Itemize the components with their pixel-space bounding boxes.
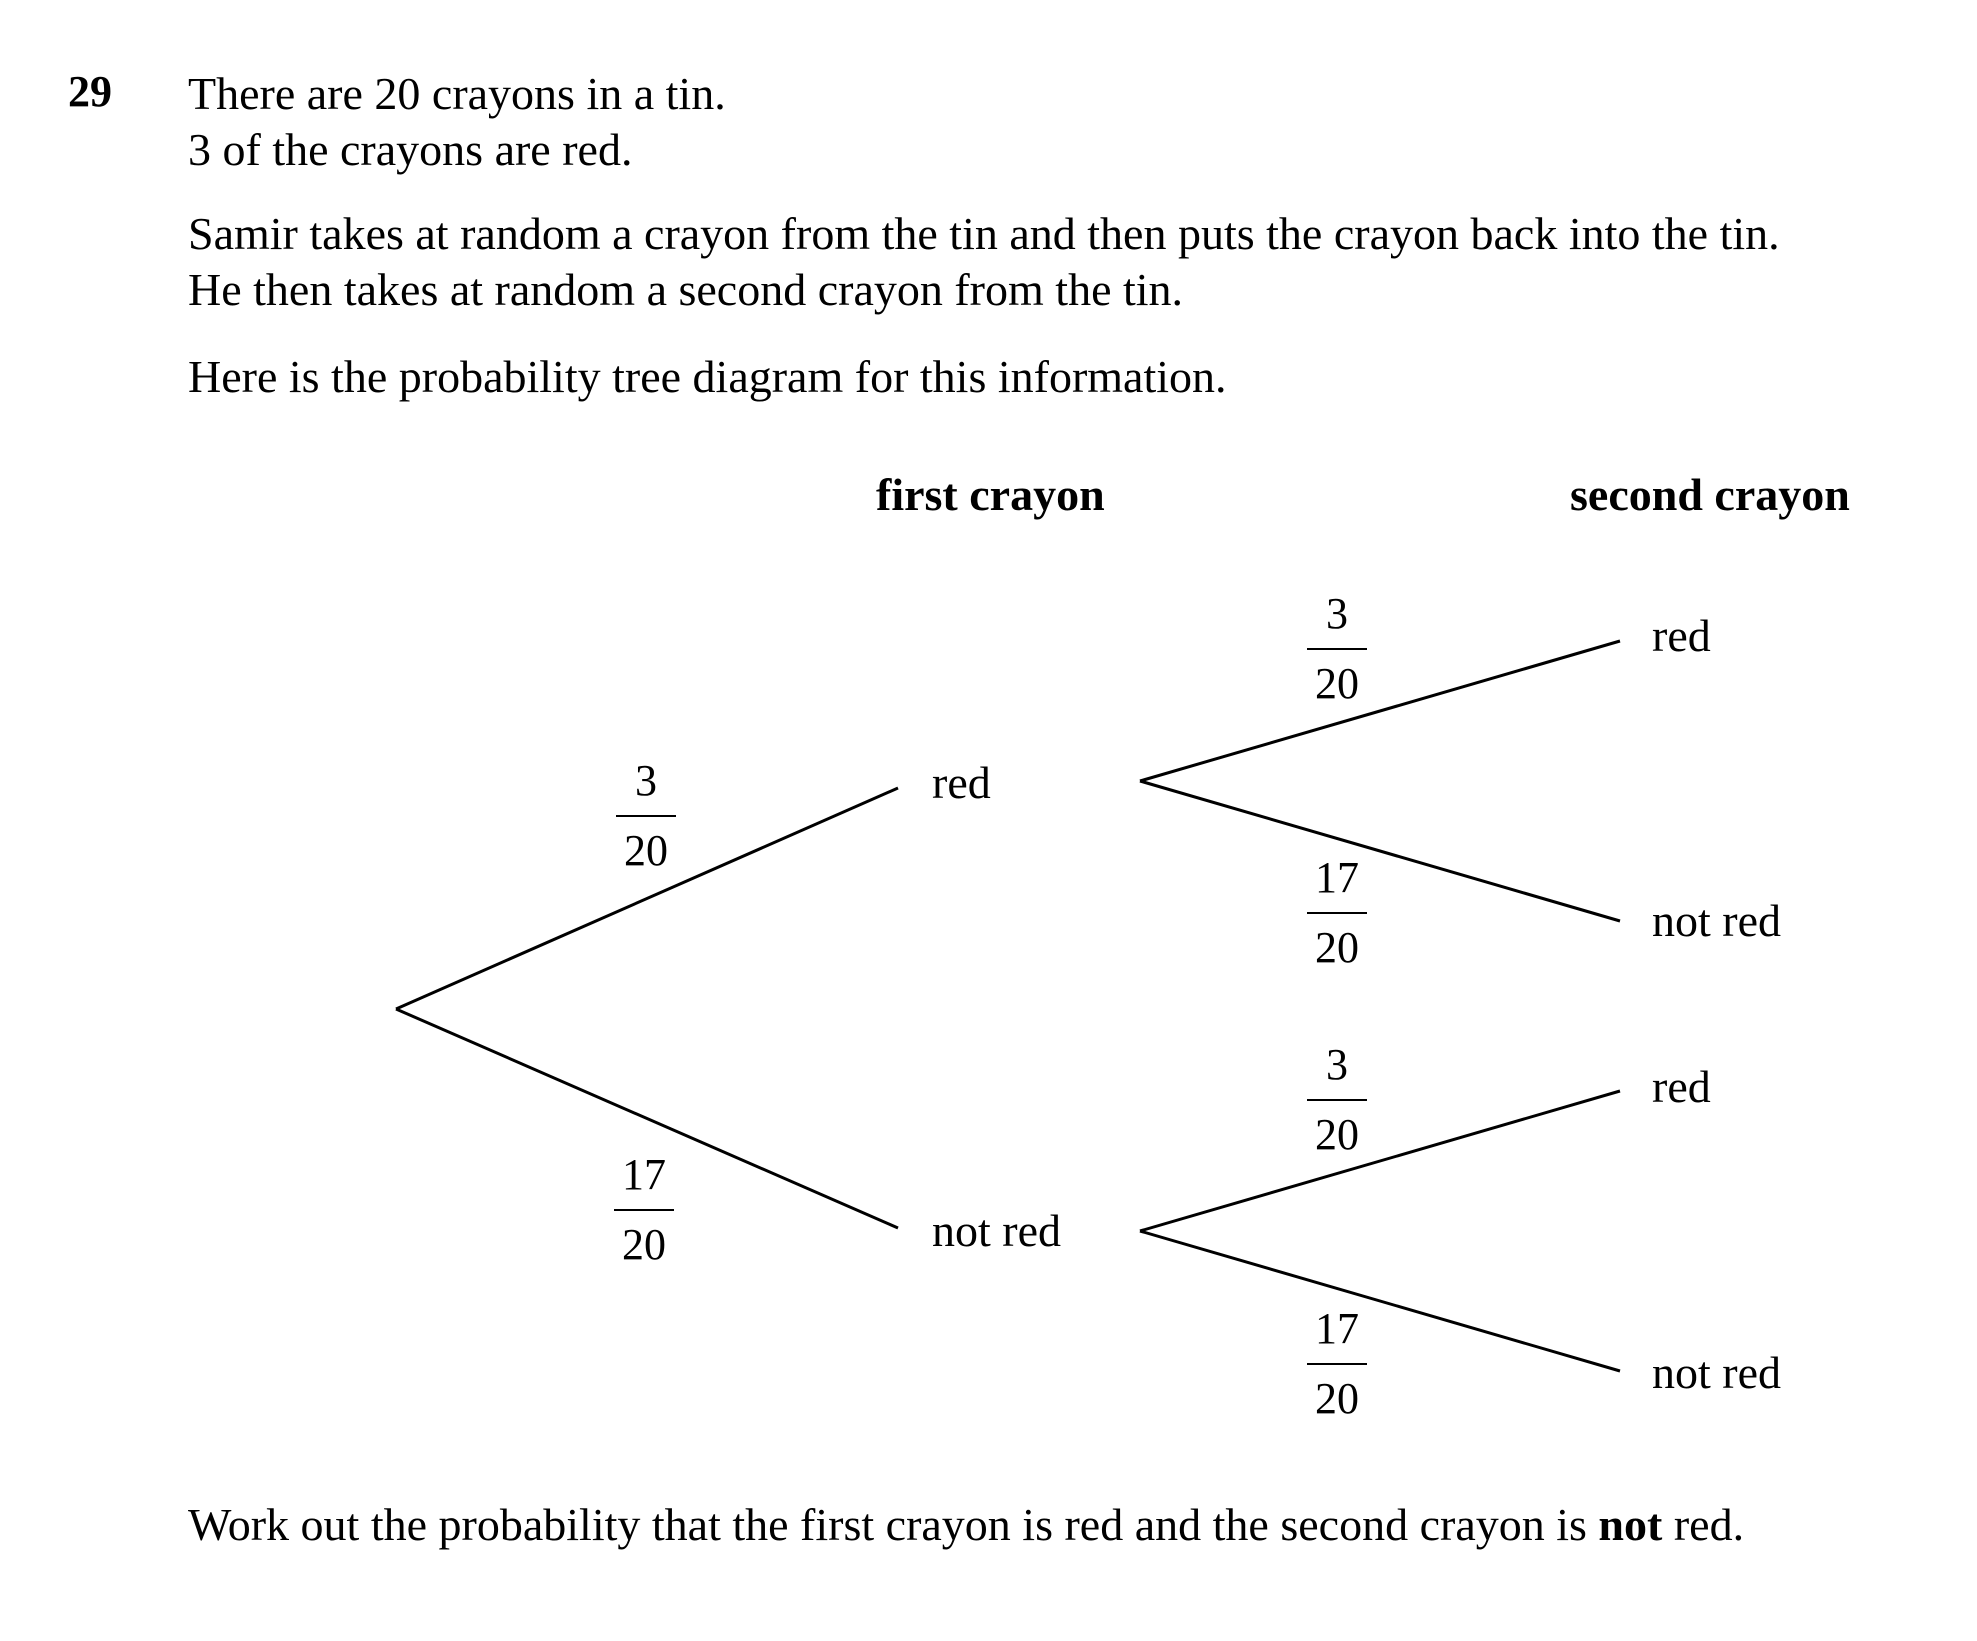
prob-denominator: 20 xyxy=(622,1220,666,1269)
fraction-bar xyxy=(1307,648,1367,650)
prob-numerator: 3 xyxy=(1326,589,1348,638)
prob-numerator: 3 xyxy=(1326,1040,1348,1089)
question-line-4: He then takes at random a second crayon … xyxy=(188,264,1184,315)
branch-not-red-not-red xyxy=(1139,1229,1621,1373)
task-text-after: red. xyxy=(1662,1499,1745,1550)
task-text-before: Work out the probability that the first … xyxy=(188,1499,1599,1550)
fraction-bar xyxy=(1307,1099,1367,1101)
prob-denominator: 20 xyxy=(1315,659,1359,708)
label-second-red-not-red: not red xyxy=(1652,895,1782,946)
prob-numerator: 17 xyxy=(1315,1304,1359,1353)
label-second-not-red-not-red: not red xyxy=(1652,1347,1782,1398)
question-task: Work out the probability that the first … xyxy=(188,1497,1744,1553)
prob-numerator: 3 xyxy=(635,756,657,805)
prob-denominator: 20 xyxy=(1315,1374,1359,1423)
prob-not-red-not-red: 17 20 xyxy=(1305,1303,1369,1425)
label-first-not-red: not red xyxy=(932,1205,1062,1256)
label-second-red-red: red xyxy=(1652,610,1711,661)
task-emphasis: not xyxy=(1598,1499,1663,1550)
prob-first-not-red: 17 20 xyxy=(612,1149,676,1271)
fraction-bar xyxy=(1307,1363,1367,1365)
prob-denominator: 20 xyxy=(1315,923,1359,972)
label-second-not-red-red: red xyxy=(1652,1061,1711,1112)
prob-first-red: 3 20 xyxy=(614,755,678,877)
branch-not-red-red xyxy=(1139,1089,1621,1233)
question-line-1: There are 20 crayons in a tin. xyxy=(188,68,726,119)
label-first-red: red xyxy=(932,757,991,808)
prob-numerator: 17 xyxy=(1315,853,1359,902)
branch-first-red xyxy=(395,786,899,1011)
fraction-bar xyxy=(614,1209,674,1211)
fraction-bar xyxy=(1307,912,1367,914)
branch-red-red xyxy=(1139,639,1621,783)
question-line-5: Here is the probability tree diagram for… xyxy=(188,351,1227,402)
prob-denominator: 20 xyxy=(1315,1110,1359,1159)
heading-first-crayon: first crayon xyxy=(876,469,1105,520)
prob-not-red-red: 3 20 xyxy=(1305,1039,1369,1161)
prob-numerator: 17 xyxy=(622,1150,666,1199)
question-number: 29 xyxy=(68,67,112,116)
fraction-bar xyxy=(616,815,676,817)
heading-second-crayon: second crayon xyxy=(1570,469,1850,520)
prob-red-red: 3 20 xyxy=(1305,588,1369,710)
branch-red-not-red xyxy=(1139,779,1621,923)
branch-first-not-red xyxy=(395,1007,899,1230)
prob-red-not-red: 17 20 xyxy=(1305,852,1369,974)
prob-denominator: 20 xyxy=(624,826,668,875)
question-line-3: Samir takes at random a crayon from the … xyxy=(188,208,1780,259)
question-line-2: 3 of the crayons are red. xyxy=(188,124,633,175)
